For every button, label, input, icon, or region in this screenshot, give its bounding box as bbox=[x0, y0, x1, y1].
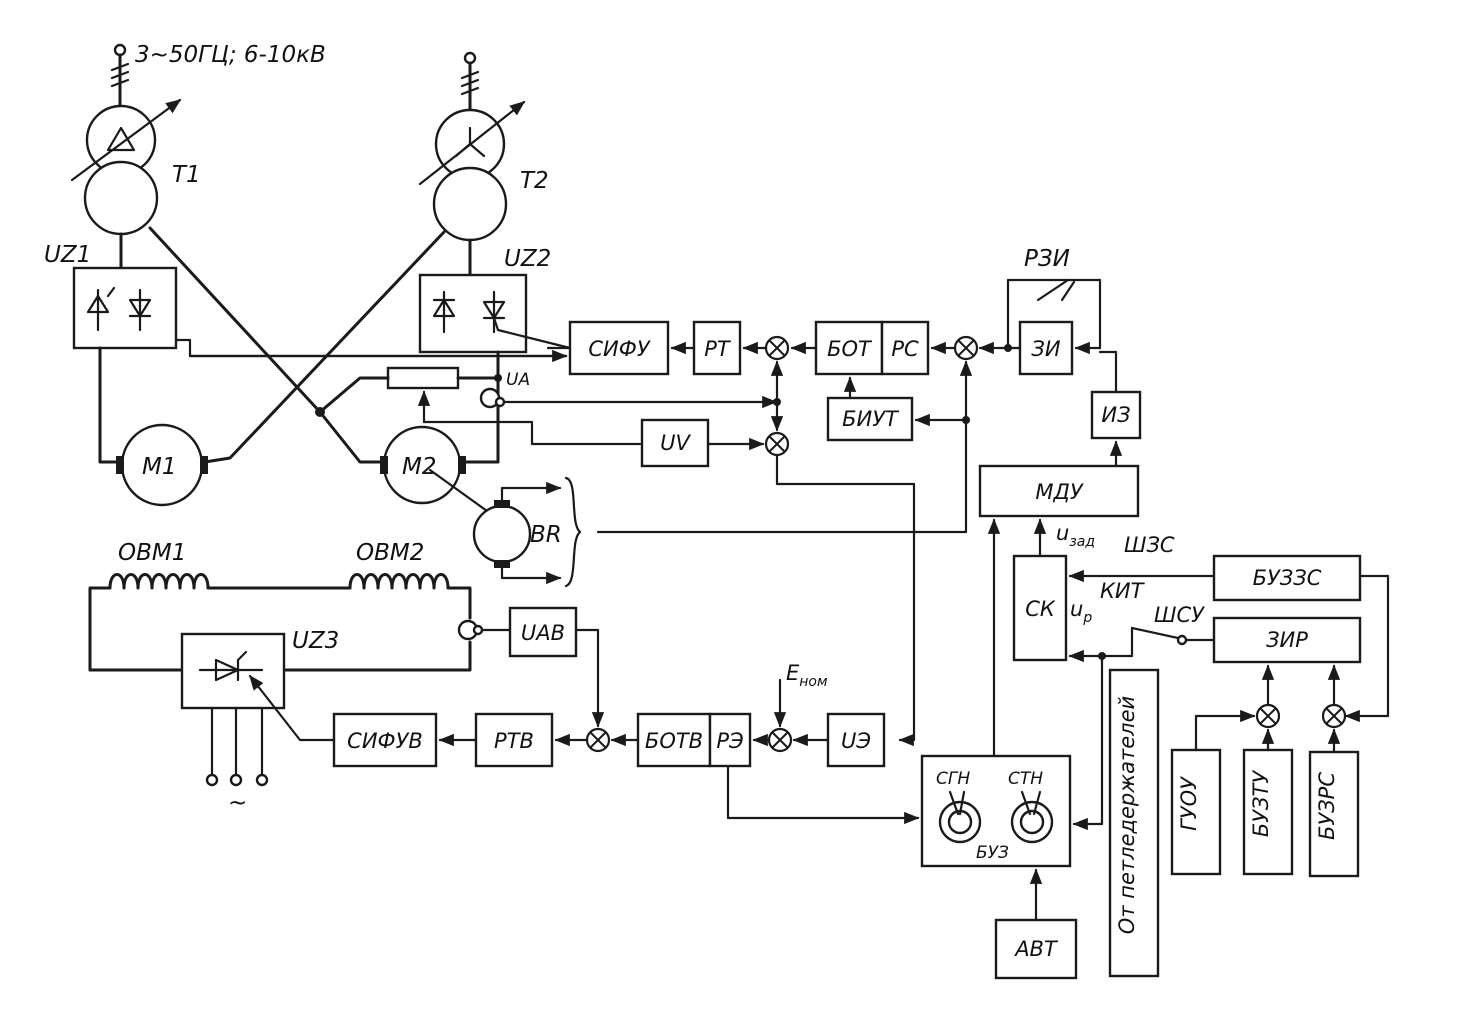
block-zir: ЗИР bbox=[1212, 616, 1362, 664]
summing-junction bbox=[585, 727, 611, 753]
svg-text:БОТ: БОТ bbox=[827, 337, 873, 361]
svg-text:РЭ: РЭ bbox=[716, 729, 744, 753]
svg-text:БОТВ: БОТВ bbox=[645, 729, 703, 753]
summing-junction bbox=[1255, 703, 1281, 729]
uz1-label: UZ1 bbox=[44, 242, 91, 268]
svg-text:СК: СК bbox=[1025, 597, 1056, 621]
motor-m1: M1 bbox=[116, 423, 208, 507]
shzs-label: ШЗС bbox=[1124, 533, 1175, 557]
svg-text:БУЗРС: БУЗРС bbox=[1315, 772, 1339, 840]
block-botv: БОТВ bbox=[636, 712, 712, 768]
svg-text:ЗИ: ЗИ bbox=[1031, 337, 1060, 361]
block-avt: АВТ bbox=[994, 918, 1078, 980]
svg-text:СИФУ: СИФУ bbox=[588, 337, 650, 361]
block-biut: БИУТ bbox=[826, 396, 914, 442]
transformer-t1: T1 bbox=[70, 98, 201, 270]
br-label: BR bbox=[530, 522, 562, 548]
summing-junction bbox=[953, 335, 979, 361]
svg-text:БУЗТУ: БУЗТУ bbox=[1249, 770, 1273, 837]
block-buztu: БУЗТУ bbox=[1242, 748, 1294, 876]
summing-junction bbox=[764, 431, 790, 457]
block-rtv: РТВ bbox=[474, 712, 554, 768]
svg-text:ИЗ: ИЗ bbox=[1101, 403, 1130, 427]
summing-junction bbox=[764, 335, 790, 361]
svg-text:РТ: РТ bbox=[704, 337, 732, 361]
svg-text:РТВ: РТВ bbox=[494, 729, 534, 753]
uz2-label: UZ2 bbox=[504, 246, 551, 272]
shsu-label: ШСУ bbox=[1154, 603, 1205, 627]
block-re: РЭ bbox=[708, 712, 752, 768]
t1-label: T1 bbox=[172, 162, 201, 188]
svg-text:БУЗЗС: БУЗЗС bbox=[1253, 566, 1322, 590]
rzi-label: РЗИ bbox=[1024, 246, 1070, 272]
block-uv: UV bbox=[640, 418, 710, 468]
t2-label: T2 bbox=[520, 168, 549, 194]
stn-label: СТН bbox=[1008, 769, 1043, 789]
block-iz: ИЗ bbox=[1090, 390, 1142, 440]
supply-section: 3~50ГЦ; 6-10кВ bbox=[110, 42, 480, 114]
converter-uz1: UZ1 bbox=[44, 242, 178, 350]
svg-text:ОВМ1: ОВМ1 bbox=[118, 540, 186, 566]
e-nom-label: Eном bbox=[786, 661, 828, 690]
ac-symbol: ~ bbox=[228, 790, 247, 816]
svg-text:UV: UV bbox=[660, 431, 691, 455]
converter-uz2: UZ2 bbox=[418, 246, 551, 354]
tacho-generator-br: BR bbox=[472, 476, 582, 588]
block-rt: РТ bbox=[692, 320, 742, 376]
field-winding-ovm1: ОВМ1 bbox=[88, 540, 352, 672]
thyristor-icon bbox=[86, 286, 116, 332]
svg-text:СИФУВ: СИФУВ bbox=[347, 729, 423, 753]
sgn-label: СГН bbox=[936, 769, 970, 789]
block-mdu: МДУ bbox=[978, 464, 1140, 518]
thyristor-icon bbox=[198, 650, 264, 682]
m2-label: M2 bbox=[402, 454, 436, 480]
thyristor-icon bbox=[128, 288, 152, 332]
block-buz: СГН СТН БУЗ bbox=[920, 754, 1072, 868]
motor-m2: M2 bbox=[380, 425, 466, 505]
u-p-label: uр bbox=[1070, 597, 1092, 626]
svg-text:UAB: UAB bbox=[521, 621, 565, 645]
block-uav: UAB bbox=[508, 606, 578, 658]
u-zad-label: uзад bbox=[1056, 521, 1095, 550]
block-rs: РС bbox=[880, 320, 930, 376]
transformer-t2: T2 bbox=[418, 100, 549, 277]
kit-label: КИТ bbox=[1100, 579, 1146, 603]
shunt-resistor bbox=[386, 366, 460, 390]
svg-text:АВТ: АВТ bbox=[1013, 937, 1059, 961]
thyristor-icon bbox=[432, 290, 456, 334]
svg-text:UZ3: UZ3 bbox=[292, 628, 339, 654]
block-from-loop-holders: От петледержателей bbox=[1108, 668, 1160, 978]
buz-label: БУЗ bbox=[976, 843, 1009, 863]
svg-text:РС: РС bbox=[891, 337, 919, 361]
svg-text:ГУОУ: ГУОУ bbox=[1177, 776, 1201, 831]
svg-text:МДУ: МДУ bbox=[1035, 480, 1084, 504]
block-buzrs: БУЗРС bbox=[1308, 750, 1360, 878]
block-buzzs: БУЗЗС bbox=[1212, 554, 1362, 602]
svg-text:ЗИР: ЗИР bbox=[1266, 628, 1308, 652]
svg-text:ОВМ2: ОВМ2 bbox=[356, 540, 424, 566]
block-bot: БОТ bbox=[814, 320, 884, 376]
block-ue: UЭ bbox=[826, 712, 886, 768]
block-zi: ЗИ bbox=[1018, 320, 1074, 376]
svg-text:БИУТ: БИУТ bbox=[842, 407, 900, 431]
ua-label: UA bbox=[506, 370, 530, 390]
block-sifuv: СИФУВ bbox=[332, 712, 438, 768]
block-guou: ГУОУ bbox=[1170, 748, 1222, 876]
m1-label: M1 bbox=[142, 454, 176, 480]
converter-uz3: UZ3 bbox=[180, 628, 339, 710]
field-winding-ovm2: ОВМ2 bbox=[348, 540, 472, 620]
supply-label: 3~50ГЦ; 6-10кВ bbox=[135, 42, 326, 68]
summing-junction bbox=[767, 727, 793, 753]
summing-junction bbox=[1321, 703, 1347, 729]
svg-text:UЭ: UЭ bbox=[841, 729, 871, 753]
block-sifu: СИФУ bbox=[568, 320, 670, 376]
svg-text:От петледержателей: От петледержателей bbox=[1115, 696, 1139, 934]
block-sk: СК bbox=[1012, 554, 1068, 662]
